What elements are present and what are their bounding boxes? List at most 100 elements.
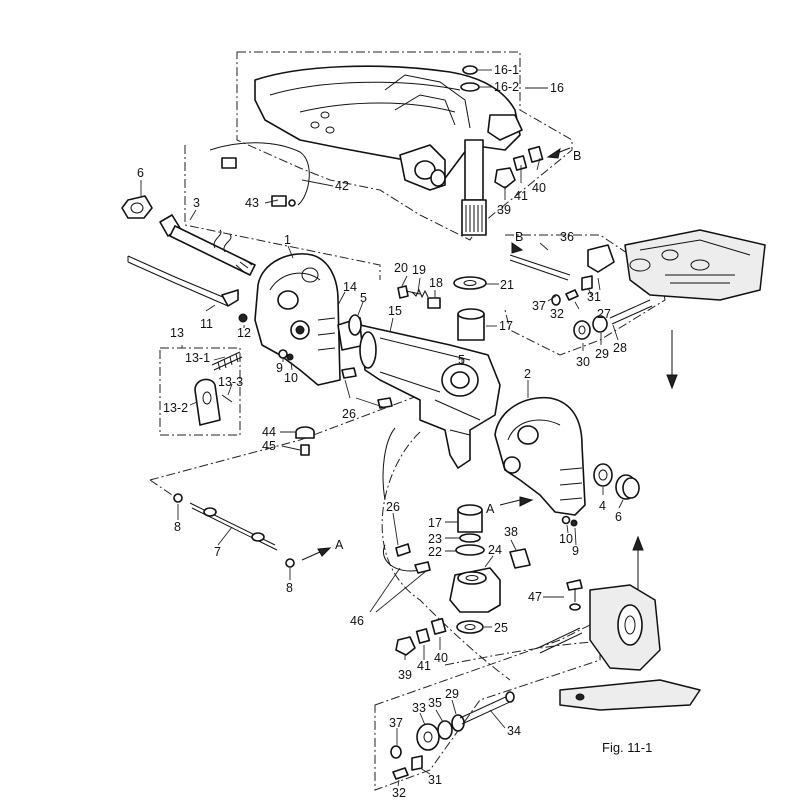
label-37-top: 37 [532, 299, 546, 313]
part-5-bushing-top [348, 314, 362, 336]
label-45: 45 [262, 439, 276, 453]
part-39-nut-bottom [395, 636, 416, 656]
part-47-bolt [566, 579, 583, 611]
label-37-bottom: 37 [389, 716, 403, 730]
label-34: 34 [507, 724, 521, 738]
label-5-top: 5 [360, 291, 367, 305]
label-38: 38 [504, 525, 518, 539]
arrow-up-head [632, 535, 644, 551]
part-25-washer-hole [464, 624, 476, 630]
part-20-bolt [397, 285, 421, 299]
label-28: 28 [613, 341, 627, 355]
part-9-washer-left [278, 349, 288, 359]
part-9-washer-right [570, 519, 578, 527]
label-18: 18 [429, 276, 443, 290]
part-31-bracket-top [581, 275, 593, 291]
label-24: 24 [488, 543, 502, 557]
part-18-plate [427, 297, 441, 309]
part-32-screw-top [565, 289, 579, 301]
part-19-spring [411, 288, 429, 299]
part-28-shaft [609, 299, 653, 325]
label-26-low: 26 [386, 500, 400, 514]
part-23-washer [459, 533, 481, 543]
label-14: 14 [343, 280, 357, 294]
arrow-b-top-head [546, 147, 561, 159]
part-16-steering-bracket [254, 65, 523, 191]
label-4: 4 [599, 499, 606, 513]
label-17-low: 17 [428, 516, 442, 530]
part-21-washer [453, 276, 487, 290]
label-36: 36 [560, 230, 574, 244]
label-35: 35 [428, 696, 442, 710]
part-32-screw-bottom [392, 767, 409, 780]
part-15-swivel-housing [359, 324, 501, 469]
label-44: 44 [262, 425, 276, 439]
steering-shaft [461, 139, 487, 236]
gear-housing-lower-right [559, 584, 701, 711]
dash-line-a [149, 394, 421, 481]
label-17-top: 17 [499, 319, 513, 333]
leader-lines [140, 69, 624, 787]
label-7: 7 [214, 545, 221, 559]
label-25: 25 [494, 621, 508, 635]
label-32-bottom: 32 [392, 786, 406, 800]
label-a-right: A [486, 502, 495, 516]
label-a-left: A [335, 538, 344, 552]
part-3-tilt-bolt [159, 214, 256, 276]
label-b-top: B [573, 149, 581, 163]
label-b-mid: B [515, 230, 523, 244]
part-40-plate-bottom [430, 617, 447, 635]
label-31-top: 31 [587, 290, 601, 304]
figure-caption: Fig. 11-1 [602, 740, 652, 755]
part-21-washer-hole [463, 280, 477, 286]
part-34-shaft [459, 691, 515, 725]
part-45-screw [300, 444, 310, 456]
part-38-block [509, 548, 531, 569]
label-12: 12 [237, 326, 251, 340]
label-20: 20 [394, 261, 408, 275]
cable-lower [537, 627, 581, 649]
part-2-clamp-bracket [494, 396, 586, 516]
label-11: 11 [200, 317, 213, 331]
part-40-plate-top [527, 145, 544, 163]
part-7-tilt-rod [189, 502, 278, 551]
label-21: 21 [500, 278, 514, 292]
part-25-washer [456, 620, 484, 634]
label-26-top: 26 [342, 407, 356, 421]
label-8-top: 8 [174, 520, 181, 534]
dash-outline-lower-right [374, 619, 601, 791]
label-1: 1 [284, 233, 291, 247]
label-22: 22 [428, 545, 442, 559]
part-30-bushing [573, 320, 591, 340]
label-2: 2 [524, 367, 531, 381]
label-27: 27 [597, 307, 611, 321]
dash-line-b [149, 479, 176, 498]
label-16: 16 [550, 81, 564, 95]
part-1-clamp-bracket [254, 253, 341, 386]
label-41-bottom: 41 [417, 659, 431, 673]
part-36-tilt-lever [509, 254, 571, 281]
label-13-2: 13-2 [163, 401, 188, 415]
arrow-a-right [499, 499, 521, 506]
arrow-down-head [666, 374, 678, 390]
label-16-2: 16-2 [494, 80, 519, 94]
label-40-top: 40 [532, 181, 546, 195]
label-43: 43 [245, 196, 259, 210]
label-9-right: 9 [572, 544, 579, 558]
part-13-2-lock-plate [194, 378, 221, 426]
part-16-1-nut [462, 65, 478, 75]
label-47: 47 [528, 590, 542, 604]
label-6-top: 6 [137, 166, 144, 180]
label-39-top: 39 [497, 203, 511, 217]
part-30-bushing-hole [578, 325, 586, 335]
dash-outline-top [236, 51, 573, 241]
part-39-nut-top [494, 167, 516, 189]
label-32-top: 32 [550, 307, 564, 321]
part-10-nut-left [286, 353, 294, 361]
arrow-a-left [301, 551, 321, 561]
label-9-left: 9 [276, 361, 283, 375]
label-31-bottom: 31 [428, 773, 442, 787]
part-42-cable [209, 142, 310, 206]
label-8-bottom: 8 [286, 581, 293, 595]
